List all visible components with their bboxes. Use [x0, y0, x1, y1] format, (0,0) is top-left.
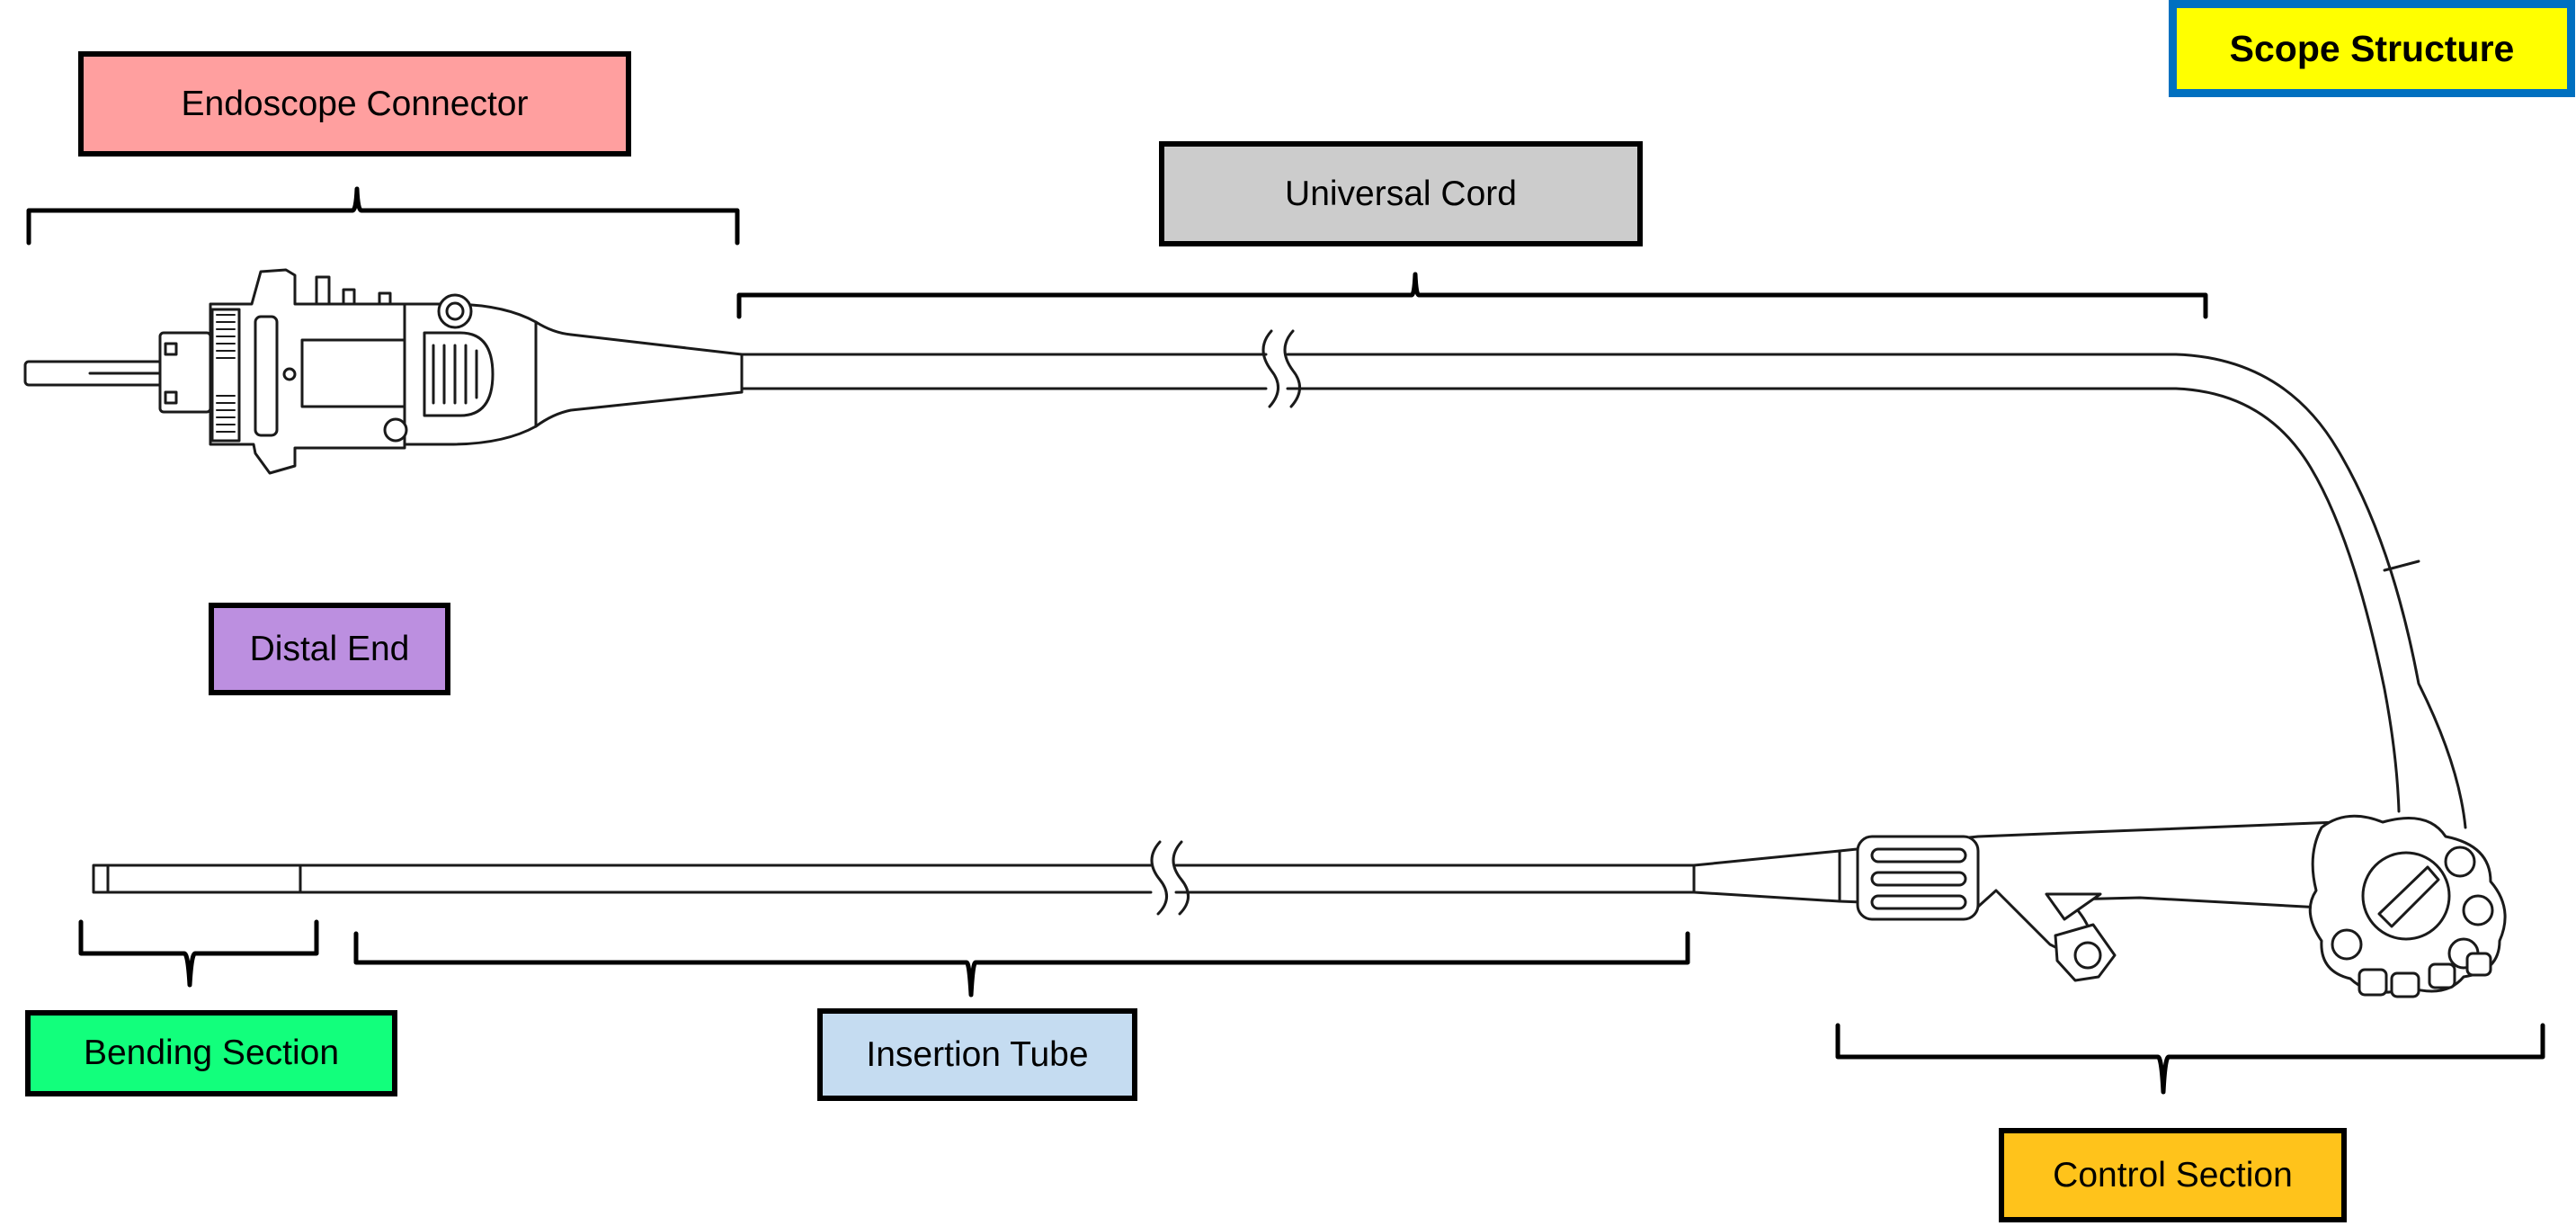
bending-section-segment — [106, 864, 302, 894]
label-insertion-tube: Insertion Tube — [817, 1008, 1137, 1101]
connector-screw — [282, 367, 297, 381]
diagram-title: Scope Structure — [2169, 0, 2575, 97]
endoscope-connector-drawing — [23, 268, 744, 475]
universal-cord-drawing — [740, 329, 2467, 829]
control-knob-lever — [2377, 865, 2440, 928]
insertion-tube-break-mark — [1150, 840, 1190, 916]
insertion-tube-drawing — [92, 840, 1841, 916]
distal-tip — [92, 864, 110, 894]
universal-cord-bracket — [736, 272, 2208, 319]
label-universal-cord: Universal Cord — [1159, 141, 1643, 246]
connector-strain-relief — [534, 320, 744, 428]
connector-panel — [300, 338, 412, 408]
connector-water-port-inner — [445, 301, 465, 321]
universal-cord-curve-outer — [2174, 353, 2467, 829]
control-knob-lobes — [2331, 846, 2494, 970]
control-biopsy-cap — [2073, 941, 2102, 970]
control-grip-slots — [1870, 847, 1967, 910]
connector-valve-2 — [342, 288, 356, 306]
control-section-drawing — [1838, 814, 2507, 998]
label-endoscope-connector: Endoscope Connector — [78, 51, 631, 157]
connector-valve-1 — [315, 275, 331, 306]
label-distal-end: Distal End — [209, 603, 450, 695]
connector-vent-lines — [216, 314, 236, 433]
connector-grip-left — [210, 308, 241, 443]
control-triangle-mark — [2045, 892, 2102, 921]
connector-contact-pin-lower — [164, 390, 178, 405]
universal-cord-joint — [2383, 559, 2420, 572]
connector-air-port — [383, 417, 408, 443]
connector-window — [254, 315, 279, 437]
label-bending-section: Bending Section — [25, 1010, 397, 1096]
control-valves — [2358, 952, 2492, 998]
connector-contact-pin-upper — [164, 342, 178, 356]
control-section-bracket — [1835, 1023, 2545, 1095]
endoscope-connector-bracket — [26, 186, 740, 246]
insertion-tube-taper — [1692, 849, 1841, 903]
universal-cord-break-mark — [1261, 329, 1301, 408]
bending-section-bracket — [78, 919, 319, 988]
connector-cap-ridges — [432, 344, 478, 405]
connector-valve-3 — [378, 291, 392, 306]
insertion-tube-bracket — [353, 931, 1690, 998]
label-control-section: Control Section — [1999, 1128, 2347, 1222]
universal-cord-curve-inner — [2174, 387, 2401, 813]
